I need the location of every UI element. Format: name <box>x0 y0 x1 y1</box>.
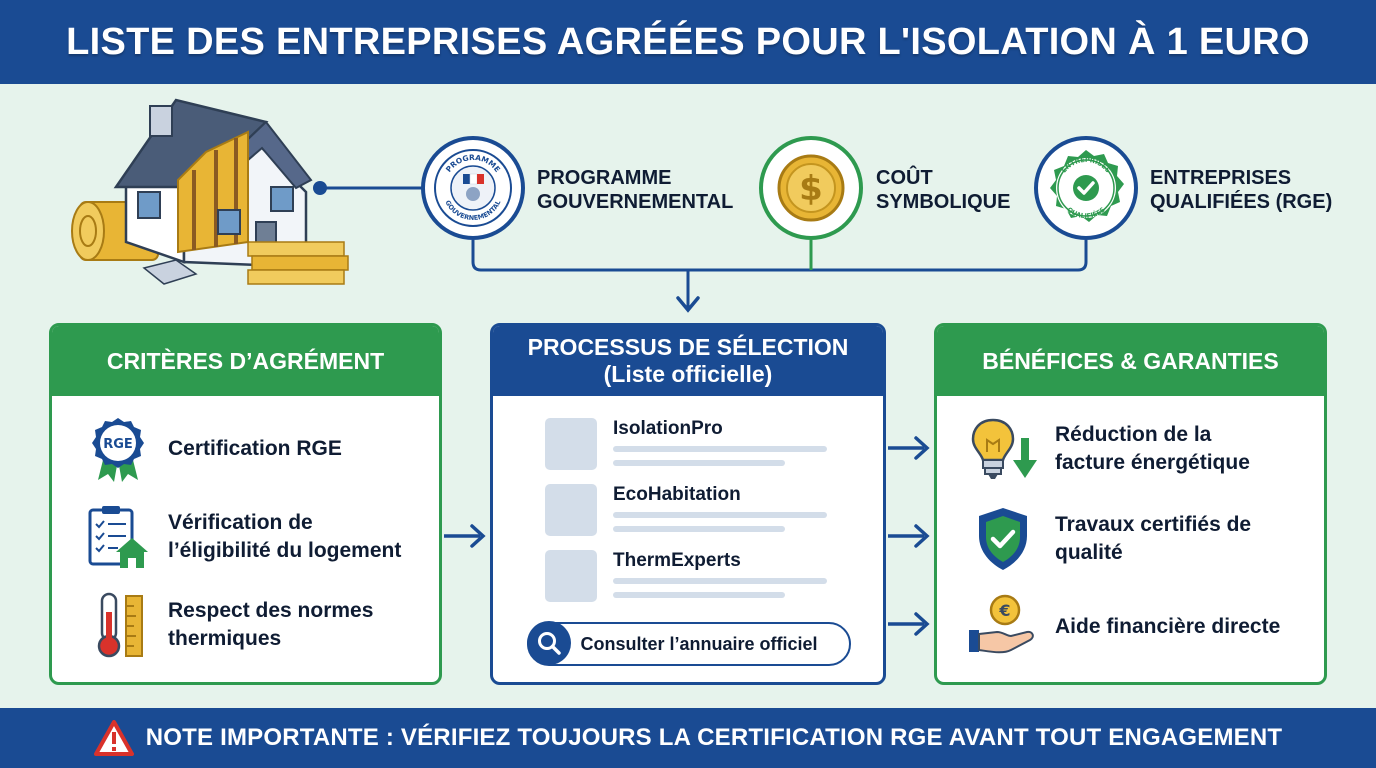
feature-government-circle: PROGRAMME GOUVERNEMENTAL <box>421 136 525 240</box>
feature-cost-label: COÛT SYMBOLIQUE <box>876 167 1011 213</box>
page-title: LISTE DES ENTREPRISES AGRÉÉES POUR L'ISO… <box>66 20 1310 63</box>
process-panel: PROCESSUS DE SÉLECTION (Liste officielle… <box>490 323 886 685</box>
warning-icon <box>93 720 134 756</box>
benefits-panel: BÉNÉFICES & GARANTIES Réduction de la fa… <box>934 323 1327 685</box>
svg-text:RGE: RGE <box>103 437 133 452</box>
hand-euro-icon: € <box>969 594 1034 654</box>
feature-qualified-circle: ENTREPRISES QUALIFIÉES <box>1034 136 1138 240</box>
important-note: NOTE IMPORTANTE : VÉRIFIEZ TOUJOURS LA C… <box>145 724 1283 751</box>
svg-text:€: € <box>998 601 1010 620</box>
company-logo-placeholder <box>545 484 597 536</box>
list-item: EcoHabitation <box>545 484 835 540</box>
feature-cost-circle: $ <box>759 136 863 240</box>
lightbulb-down-arrow-icon <box>971 418 1037 479</box>
criteria-panel-title: CRITÈRES D’AGRÉMENT <box>52 326 439 396</box>
page-header: LISTE DES ENTREPRISES AGRÉÉES POUR L'ISO… <box>0 0 1376 84</box>
qualified-badge-icon: ENTREPRISES QUALIFIÉES <box>1050 150 1124 222</box>
shield-check-icon <box>979 508 1027 570</box>
benefits-panel-title: BÉNÉFICES & GARANTIES <box>937 326 1324 396</box>
checklist-house-icon <box>88 506 148 568</box>
benefit-item-quality: Travaux certifiés de qualité <box>975 506 1251 572</box>
criteria-item-rge: RGE Certification RGE <box>90 416 342 482</box>
page-footer: NOTE IMPORTANTE : VÉRIFIEZ TOUJOURS LA C… <box>0 708 1376 768</box>
company-logo-placeholder <box>545 550 597 602</box>
feature-qualified-label: ENTREPRISES QUALIFIÉES (RGE) <box>1150 167 1333 213</box>
list-item: ThermExperts <box>545 550 835 606</box>
consult-directory-button[interactable]: Consulter l’annuaire officiel <box>526 620 851 666</box>
criteria-item-thermal: Respect des normes thermiques <box>92 592 373 658</box>
dollar-coin-icon: $ <box>777 154 845 222</box>
search-icon <box>537 631 561 655</box>
process-panel-title: PROCESSUS DE SÉLECTION (Liste officielle… <box>493 326 883 396</box>
list-item: IsolationPro <box>545 418 835 474</box>
rge-ribbon-icon: RGE <box>92 418 144 482</box>
government-seal-icon: PROGRAMME GOUVERNEMENTAL <box>434 149 512 227</box>
feature-connectors <box>313 181 1088 313</box>
insulated-house-illustration <box>71 98 349 285</box>
svg-text:$: $ <box>799 169 823 209</box>
benefit-item-financial: € Aide financière directe <box>967 594 1280 660</box>
criteria-item-eligibility: Vérification de l’éligibilité du logemen… <box>86 504 401 570</box>
benefit-item-energy: Réduction de la facture énergétique <box>969 416 1250 482</box>
feature-government-label: PROGRAMME GOUVERNEMENTAL <box>537 167 734 213</box>
panel-arrows <box>444 436 930 636</box>
company-logo-placeholder <box>545 418 597 470</box>
thermometer-ruler-icon <box>97 592 143 658</box>
criteria-panel: CRITÈRES D’AGRÉMENT RGE Certification RG… <box>49 323 442 685</box>
